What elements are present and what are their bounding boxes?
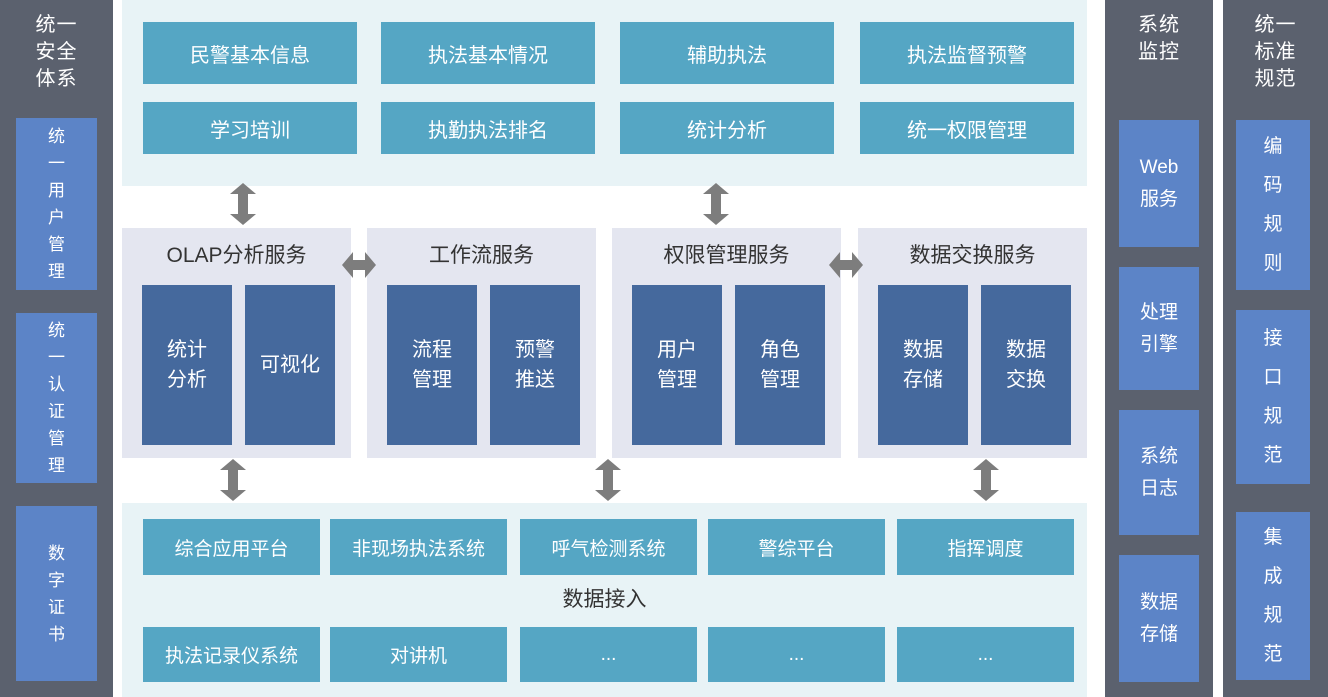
app-box-label: 执法基本情况 <box>428 44 548 67</box>
service-box-label: 统计 分析 <box>167 339 207 391</box>
source-box-command-dispatch: 指挥调度 <box>897 519 1074 575</box>
panel-data-exchange-service: 数据交换服务 数据 存储 数据 交换 <box>858 228 1087 458</box>
standards-item-label: 编 码 规 则 <box>1263 136 1283 274</box>
security-sidebar-title: 统一 安全 体系 <box>35 14 78 90</box>
sidebar-item-label: 统 一 用 户 管 理 <box>48 127 65 281</box>
service-box-label: 预警 推送 <box>515 339 555 391</box>
app-box-statistical-analysis: 统计分析 <box>620 102 834 154</box>
service-box-visualization: 可视化 <box>245 285 335 445</box>
service-box-label: 角色 管理 <box>760 339 800 391</box>
monitor-sidebar-title: 系统 监控 <box>1138 14 1180 63</box>
panel-permission-service: 权限管理服务 用户 管理 角色 管理 <box>612 228 841 458</box>
app-box-learning-training: 学习培训 <box>143 102 357 154</box>
double-arrow-vertical-icon <box>230 183 256 225</box>
monitor-item-label: 数据 存储 <box>1139 591 1178 645</box>
source-box-label: 执法记录仪系统 <box>164 646 298 667</box>
security-sidebar: 统一 安全 体系 统 一 用 户 管 理 统 一 认 证 管 理 数 字 证 书 <box>0 0 113 697</box>
service-box-role-management: 角色 管理 <box>735 285 825 445</box>
source-box-label: 对讲机 <box>389 646 447 667</box>
source-box-breath-test-system: 呼气检测系统 <box>520 519 697 575</box>
app-box-label: 学习培训 <box>210 119 290 142</box>
panel-title: 数据交换服务 <box>909 244 1036 267</box>
monitor-item-label: 处理 引擎 <box>1139 301 1178 355</box>
app-box-label: 统计分析 <box>687 119 767 142</box>
source-box-label: ... <box>600 643 617 665</box>
double-arrow-horizontal-icon <box>342 252 376 278</box>
service-box-label: 数据 存储 <box>903 339 943 391</box>
double-arrow-vertical-icon <box>703 183 729 225</box>
panel-olap-service: OLAP分析服务 统计 分析 可视化 <box>122 228 351 458</box>
app-box-label: 执法监督预警 <box>907 44 1027 67</box>
source-box-label: ... <box>977 643 994 665</box>
panel-workflow-service: 工作流服务 流程 管理 预警 推送 <box>367 228 596 458</box>
source-box-offsite-enforcement: 非现场执法系统 <box>330 519 507 575</box>
panel-title: 权限管理服务 <box>663 244 790 267</box>
service-box-statistics: 统计 分析 <box>142 285 232 445</box>
service-box-warning-push: 预警 推送 <box>490 285 580 445</box>
source-box-ellipsis-2: ... <box>708 627 885 682</box>
monitor-item-data-storage: 数据 存储 <box>1119 555 1199 682</box>
double-arrow-vertical-icon <box>595 459 621 501</box>
standards-sidebar-title: 统一 标准 规范 <box>1254 14 1297 90</box>
service-box-label: 数据 交换 <box>1006 339 1046 391</box>
monitor-item-label: Web 服务 <box>1139 156 1179 210</box>
panel-title: 工作流服务 <box>429 244 534 267</box>
monitor-sidebar: 系统 监控 Web 服务 处理 引擎 系统 日志 数据 存储 <box>1105 0 1213 697</box>
data-access-band: 综合应用平台 非现场执法系统 呼气检测系统 警综平台 指挥调度 数据接入 执法记… <box>122 503 1087 697</box>
app-box-label: 民警基本信息 <box>190 44 310 67</box>
service-box-label: 用户 管理 <box>657 339 697 391</box>
app-box-unified-permission: 统一权限管理 <box>860 102 1074 154</box>
data-access-title: 数据接入 <box>562 588 647 611</box>
monitor-item-label: 系统 日志 <box>1139 445 1178 499</box>
sidebar-item-unified-user-management: 统 一 用 户 管 理 <box>16 118 97 290</box>
service-box-label: 可视化 <box>260 354 320 376</box>
source-box-walkie-talkie: 对讲机 <box>330 627 507 682</box>
source-box-ellipsis-3: ... <box>897 627 1074 682</box>
sidebar-item-unified-auth-management: 统 一 认 证 管 理 <box>16 313 97 483</box>
app-box-police-basic-info: 民警基本信息 <box>143 22 357 84</box>
source-box-integrated-platform: 综合应用平台 <box>143 519 320 575</box>
source-box-ellipsis-1: ... <box>520 627 697 682</box>
app-box-duty-ranking: 执勤执法排名 <box>381 102 595 154</box>
sidebar-item-digital-certificate: 数 字 证 书 <box>16 506 97 681</box>
monitor-item-system-log: 系统 日志 <box>1119 410 1199 535</box>
service-box-user-management: 用户 管理 <box>632 285 722 445</box>
source-box-body-camera-system: 执法记录仪系统 <box>143 627 320 682</box>
source-box-label: 警综平台 <box>758 538 835 560</box>
double-arrow-vertical-icon <box>220 459 246 501</box>
source-box-label: 综合应用平台 <box>174 538 289 560</box>
service-box-label: 流程 管理 <box>412 339 452 391</box>
source-box-label: 呼气检测系统 <box>551 538 666 560</box>
app-box-assisted-enforcement: 辅助执法 <box>620 22 834 84</box>
service-box-data-storage: 数据 存储 <box>878 285 968 445</box>
app-box-label: 执勤执法排名 <box>428 119 548 142</box>
source-box-police-platform: 警综平台 <box>708 519 885 575</box>
source-box-label: ... <box>788 643 805 665</box>
double-arrow-vertical-icon <box>973 459 999 501</box>
application-layer-band: 民警基本信息 执法基本情况 辅助执法 执法监督预警 学习培训 执勤执法排名 统计… <box>122 0 1087 186</box>
app-box-supervision-warning: 执法监督预警 <box>860 22 1074 84</box>
double-arrow-horizontal-icon <box>829 252 863 278</box>
standards-item-integration-spec: 集 成 规 范 <box>1236 512 1310 680</box>
standards-item-coding-rules: 编 码 规 则 <box>1236 120 1310 290</box>
app-box-enforcement-basic: 执法基本情况 <box>381 22 595 84</box>
monitor-item-web-service: Web 服务 <box>1119 120 1199 247</box>
source-box-label: 指挥调度 <box>947 538 1024 560</box>
panel-title: OLAP分析服务 <box>166 244 307 267</box>
service-box-process-management: 流程 管理 <box>387 285 477 445</box>
monitor-item-processing-engine: 处理 引擎 <box>1119 267 1199 390</box>
standards-item-label: 集 成 规 范 <box>1263 527 1283 665</box>
app-box-label: 统一权限管理 <box>907 119 1027 142</box>
sidebar-item-label: 数 字 证 书 <box>48 543 65 644</box>
source-box-label: 非现场执法系统 <box>351 538 485 560</box>
service-box-data-exchange: 数据 交换 <box>981 285 1071 445</box>
app-box-label: 辅助执法 <box>687 44 767 67</box>
standards-item-interface-spec: 接 口 规 范 <box>1236 310 1310 484</box>
standards-sidebar: 统一 标准 规范 编 码 规 则 接 口 规 范 集 成 规 范 <box>1223 0 1328 697</box>
standards-item-label: 接 口 规 范 <box>1263 328 1283 466</box>
sidebar-item-label: 统 一 认 证 管 理 <box>48 321 65 475</box>
